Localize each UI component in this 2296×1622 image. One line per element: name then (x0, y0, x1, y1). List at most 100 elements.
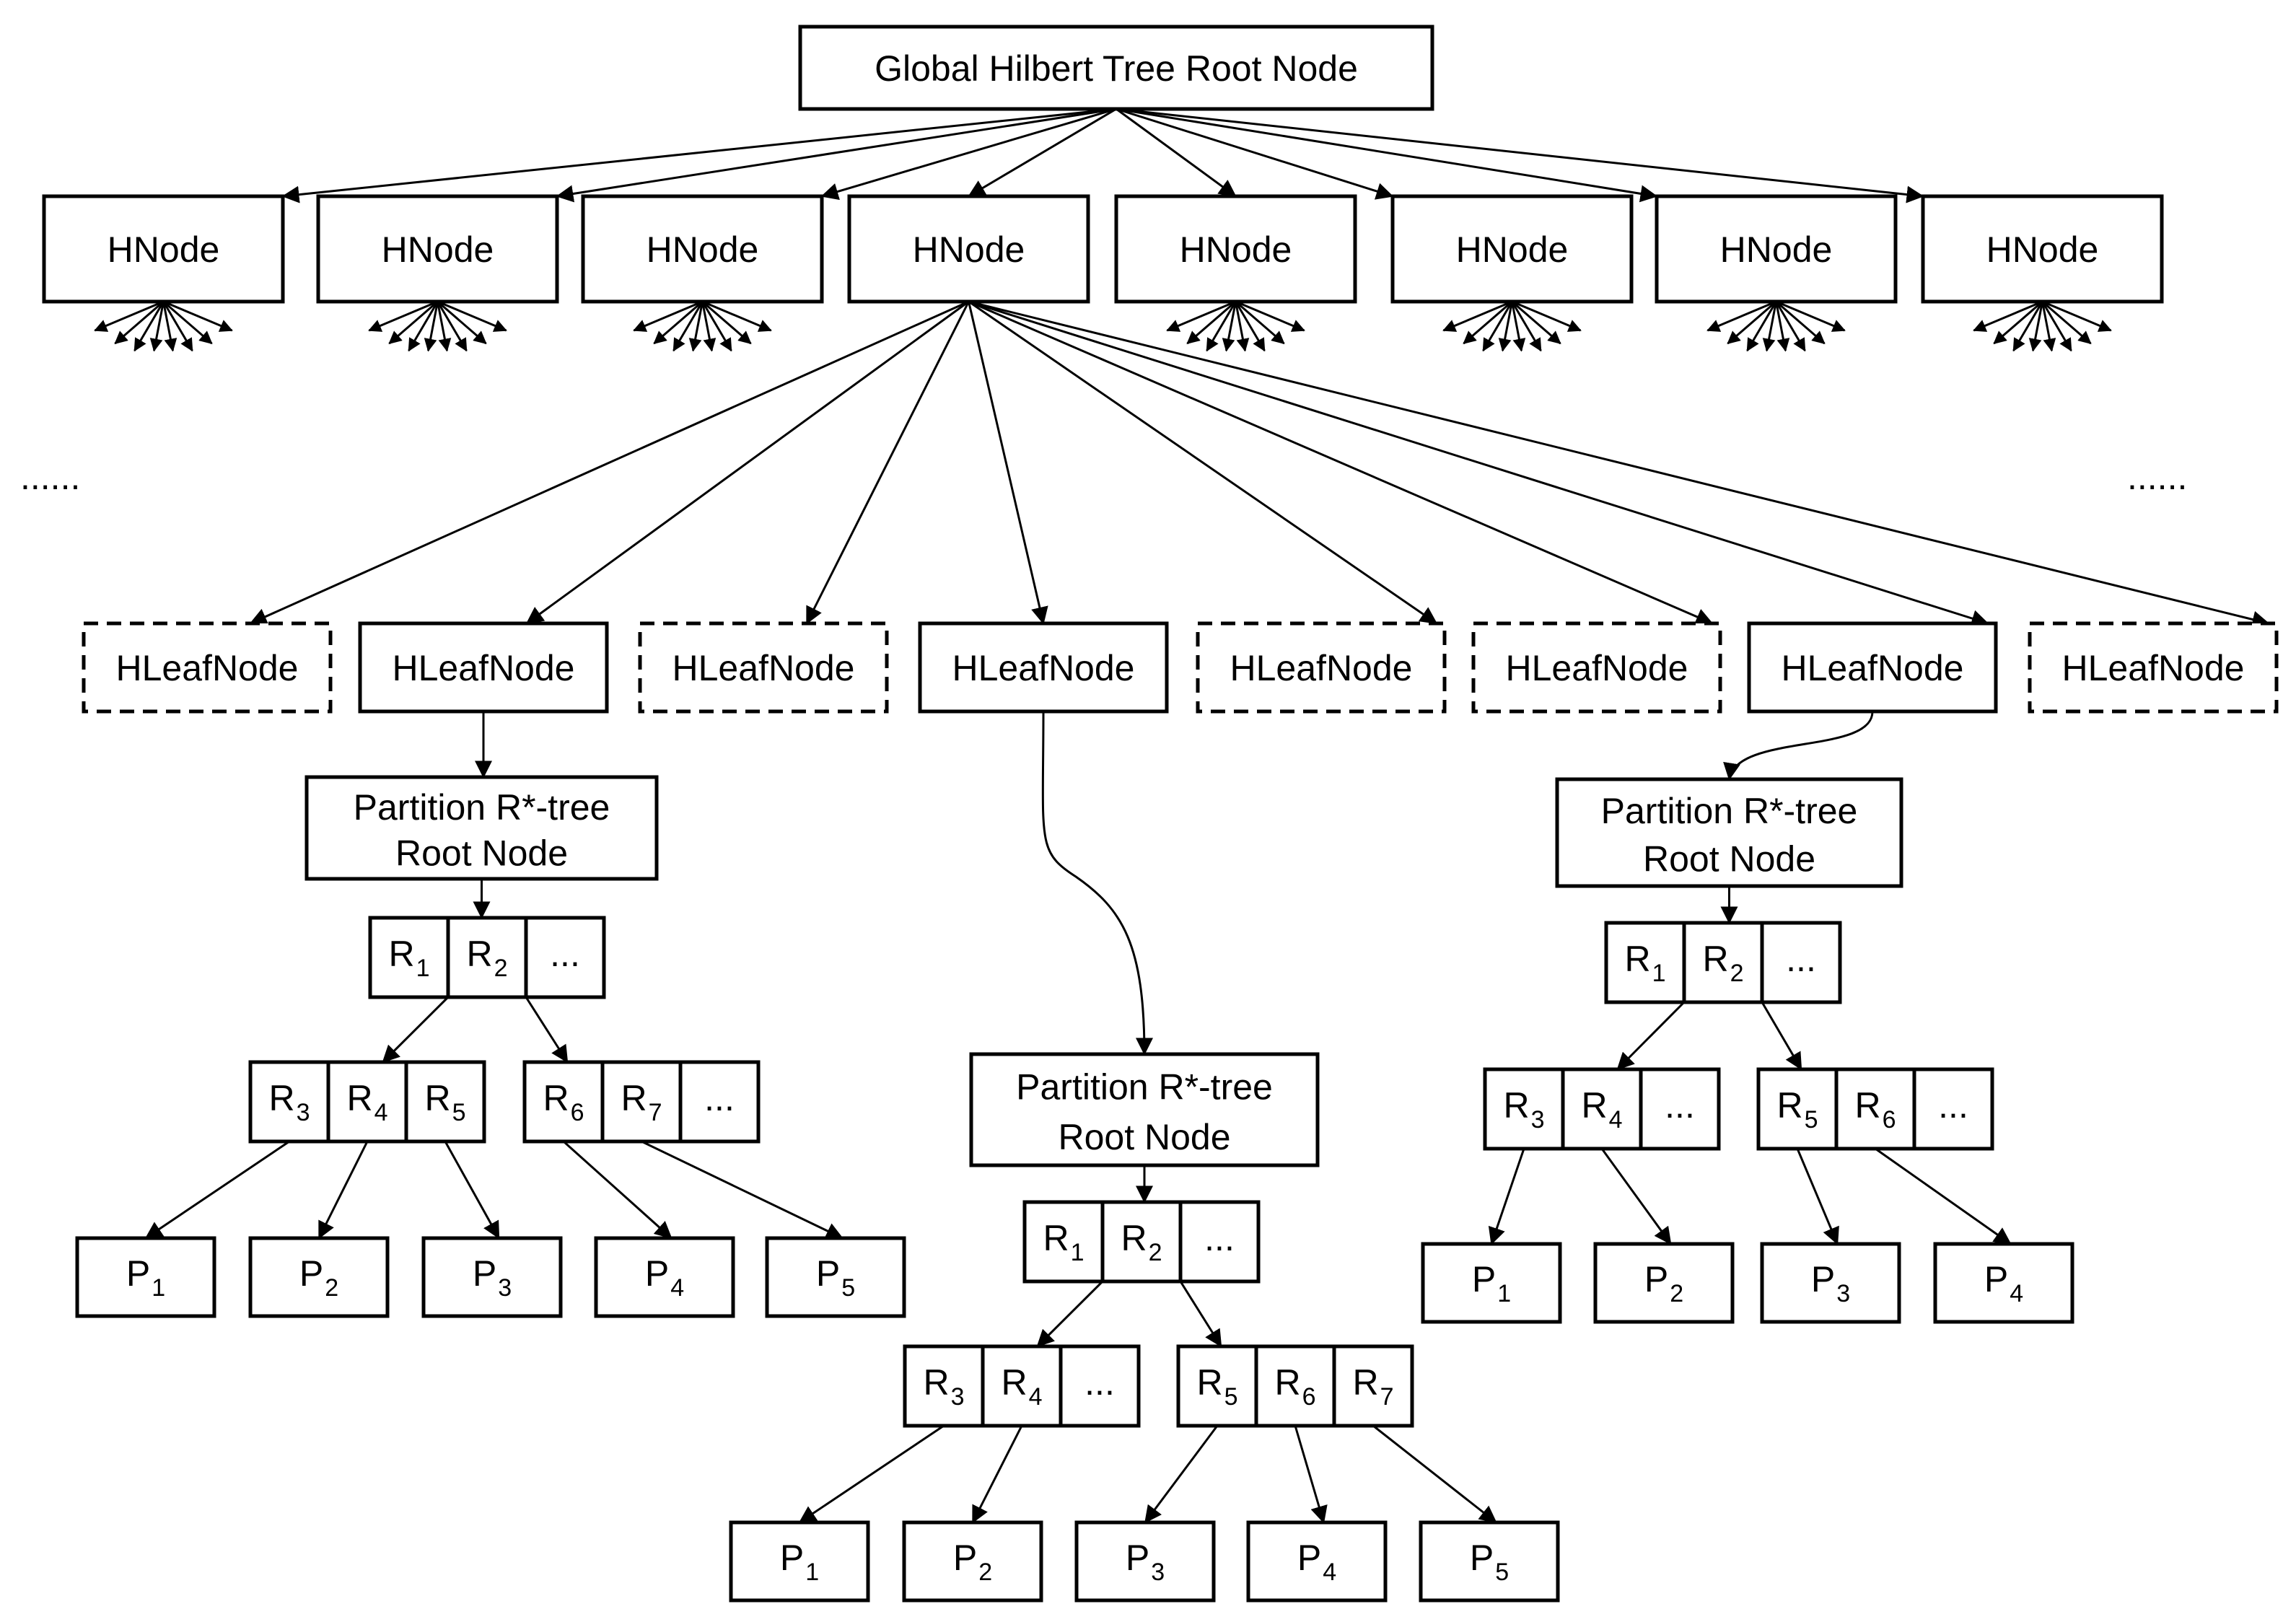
partition-3-l2-group-2-cell-3 (1912, 1067, 1994, 1151)
edge-hnode-5-child-2 (1186, 300, 1237, 345)
partition-2-l2-group-2-entry-3-subscript: 7 (1380, 1383, 1394, 1411)
edge-hnode-1-child-1 (94, 300, 165, 332)
hnode-5-box (1114, 194, 1357, 304)
partition-2-edge-from-hleaf (1041, 711, 1153, 1056)
partition-3-leaf-1-box (1421, 1242, 1562, 1324)
partition-3-l2-group-1-entry-3-base: ... (1665, 1085, 1695, 1126)
partition-3-l2-group-2-entry-2-base: R (1854, 1085, 1880, 1126)
partition-2-l1-cell-3 (1178, 1200, 1261, 1284)
edge-hnode-1-child-7 (162, 300, 213, 345)
partition-2-l2-group-2-entry-2-base: R (1274, 1362, 1300, 1403)
edge-hnode-8-child-7 (2041, 300, 2092, 345)
partition-3-l2-group-2-entry-2-subscript: 6 (1883, 1106, 1896, 1134)
root-node-box (798, 25, 1434, 111)
partition-3-l1-entry-3: ... (1786, 939, 1816, 979)
hnode-6-label: HNode (1456, 229, 1569, 270)
partition-2-l1-cell-2 (1100, 1200, 1183, 1284)
partition-1-l2-group-1-cell-3 (404, 1060, 486, 1144)
hleaf-node-6-box (1471, 621, 1722, 714)
partition-2-root-label-line2: Root Node (1058, 1117, 1230, 1157)
hnode-2-label: HNode (382, 229, 494, 270)
partition-1-l1-entry-3: ... (550, 934, 580, 974)
hleaf-node-1-label: HLeafNode (116, 648, 299, 688)
partition-1-l1-entry-1-base: R (388, 934, 414, 974)
partition-3-root-box (1555, 777, 1903, 888)
hleaf-node-4-label: HLeafNode (952, 648, 1135, 688)
edge-hnode-6-child-7 (1511, 300, 1561, 345)
edge-hnode-1-child-6 (162, 301, 193, 352)
hleaf-node-5-label: HLeafNode (1230, 648, 1413, 688)
partition-2-l1-entry-3-base: ... (1204, 1218, 1235, 1258)
partition-1-leaf-4-label: P4 (645, 1253, 684, 1302)
edge-hnode-7-child-7 (1775, 300, 1826, 345)
partition-2-leaf-4-label-subscript: 4 (1323, 1559, 1336, 1586)
partition-2-l1-entry-2-base: R (1121, 1218, 1147, 1258)
partition-3-leaf-1-label-subscript: 1 (1497, 1280, 1511, 1307)
partition-2-leaf-3-box (1074, 1520, 1216, 1603)
partition-3-l2-group-1-entry-3: ... (1665, 1085, 1695, 1126)
partition-1-l2-group-2-entry-2: R7 (621, 1078, 662, 1126)
partition-1-leaf-3-label-subscript: 3 (498, 1274, 512, 1302)
partition-2-leaf-4-box (1246, 1520, 1388, 1603)
partition-1-leaf-3-box (421, 1236, 563, 1318)
partition-3-l1-entry-2-subscript: 2 (1730, 960, 1744, 987)
hleaf-node-8-box (2028, 621, 2279, 714)
partition-1-l2-group-2-entry-1-base: R (543, 1078, 569, 1118)
partition-1-l2-group-1-cell-1 (248, 1060, 330, 1144)
partition-3-l1-entry-1-subscript: 1 (1652, 960, 1666, 987)
partition-2-l2-group-1-cell-3 (1059, 1344, 1141, 1428)
edge-hnode4-to-hleaf-6 (968, 300, 1714, 626)
partition-1-l2-group-2-entry-1: R6 (543, 1078, 584, 1126)
partition-3-l2-group-1-cell-3 (1639, 1067, 1721, 1151)
edge-hnode4-to-hleaf-1 (249, 300, 970, 625)
edge-root-to-hnode-4 (968, 108, 1117, 198)
partition-1-l2-group-2-cell-3 (678, 1060, 761, 1144)
partition-3-leaf-2-label-subscript: 2 (1670, 1280, 1683, 1307)
hnode-6-box (1390, 194, 1634, 304)
hnode-3-box (581, 194, 824, 304)
partition-3-l1-cell-3 (1760, 921, 1842, 1004)
edge-hnode-6-child-1 (1442, 300, 1513, 332)
partition-1-leaf-2-label-subscript: 2 (325, 1274, 338, 1302)
partition-2-leaf-3-label: P3 (1126, 1538, 1165, 1586)
edge-hnode-8-child-3 (2012, 301, 2043, 352)
partition-3-root-label-line1: Partition R*-tree (1601, 791, 1858, 831)
edge-hnode-7-child-4 (1762, 301, 1777, 352)
partition-1-l1-entry-2-base: R (466, 934, 492, 974)
partition-3-leaf-3-label: P3 (1811, 1259, 1850, 1307)
partition-1-l2-group-2-entry-3: ... (704, 1078, 735, 1118)
partition-1-l2-group-2-entry-1-subscript: 6 (571, 1099, 584, 1126)
partition-3-l2-group-1-entry-2-subscript: 4 (1609, 1106, 1623, 1134)
partition-3-leaf-1-label-base: P (1472, 1259, 1496, 1299)
partition-3-l2-group-1-entry-2-base: R (1581, 1085, 1607, 1126)
edge-hnode-1-child-8 (162, 300, 233, 332)
edge-hnode-7-child-6 (1775, 301, 1806, 352)
edge-hnode-2-child-8 (437, 300, 507, 332)
partition-1-leaf-1-label-base: P (126, 1253, 150, 1294)
partition-2-l2-group-1-entry-1-subscript: 3 (951, 1383, 965, 1411)
partition-2-leaf-4-label: P4 (1297, 1538, 1336, 1586)
edge-hnode4-to-hleaf-5 (968, 300, 1438, 625)
partition-1-leaf-5-label-subscript: 5 (841, 1274, 855, 1302)
edge-hnode-8-child-1 (1973, 300, 2043, 332)
edge-hnode-8-child-8 (2041, 300, 2112, 332)
partition-1-l2-group-2-cell-2 (600, 1060, 683, 1144)
partition-2-leaf-2-label-base: P (953, 1538, 977, 1578)
partition-1-l2-group-1-entry-2: R4 (346, 1078, 387, 1126)
partition-3-edge-l1-to-l2-1 (1616, 1001, 1686, 1071)
partition-1-leaf-1-label-subscript: 1 (152, 1274, 165, 1302)
partition-1-leaf-2-box (248, 1236, 390, 1318)
partition-1-l2-group-2-entry-2-base: R (621, 1078, 647, 1118)
partition-1-l1-entry-1-subscript: 1 (416, 955, 430, 982)
partition-2-edge-l1-to-l2-2 (1179, 1281, 1222, 1348)
partition-2-leaf-5-label-subscript: 5 (1495, 1559, 1509, 1586)
partition-2-edge-to-leaf-1 (798, 1424, 945, 1524)
partition-1-l2-group-1-entry-2-subscript: 4 (374, 1099, 388, 1126)
partition-1-l1-entry-2: R2 (466, 934, 507, 982)
partition-2-l2-group-1-entry-3: ... (1085, 1362, 1115, 1403)
partition-2-leaf-1-box (729, 1520, 870, 1603)
edge-hnode-6-child-8 (1511, 300, 1582, 332)
partition-2-l2-group-2-entry-1-base: R (1196, 1362, 1222, 1403)
partition-3-edge-l1-to-l2-2 (1761, 1001, 1802, 1071)
